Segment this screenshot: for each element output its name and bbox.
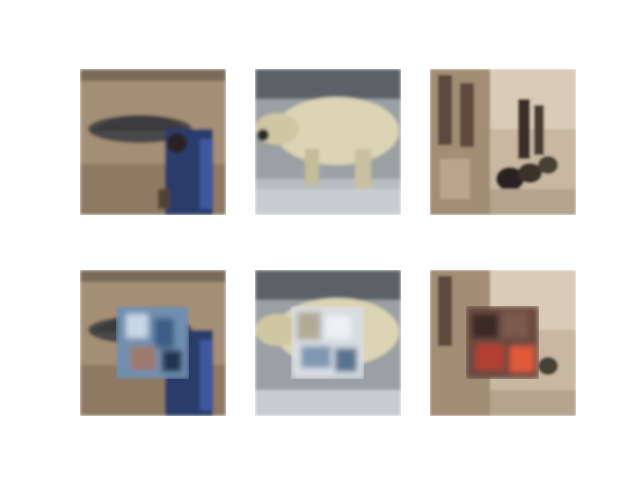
masked-patch — [466, 306, 539, 379]
image-umbrella-masked — [80, 270, 226, 416]
masked-patch — [116, 306, 189, 379]
masked-patch — [291, 306, 364, 379]
image-polar-bear-original — [255, 69, 401, 215]
image-street-original — [430, 69, 576, 215]
image-polar-bear-masked — [255, 270, 401, 416]
image-street-masked — [430, 270, 576, 416]
image-umbrella-original — [80, 69, 226, 215]
